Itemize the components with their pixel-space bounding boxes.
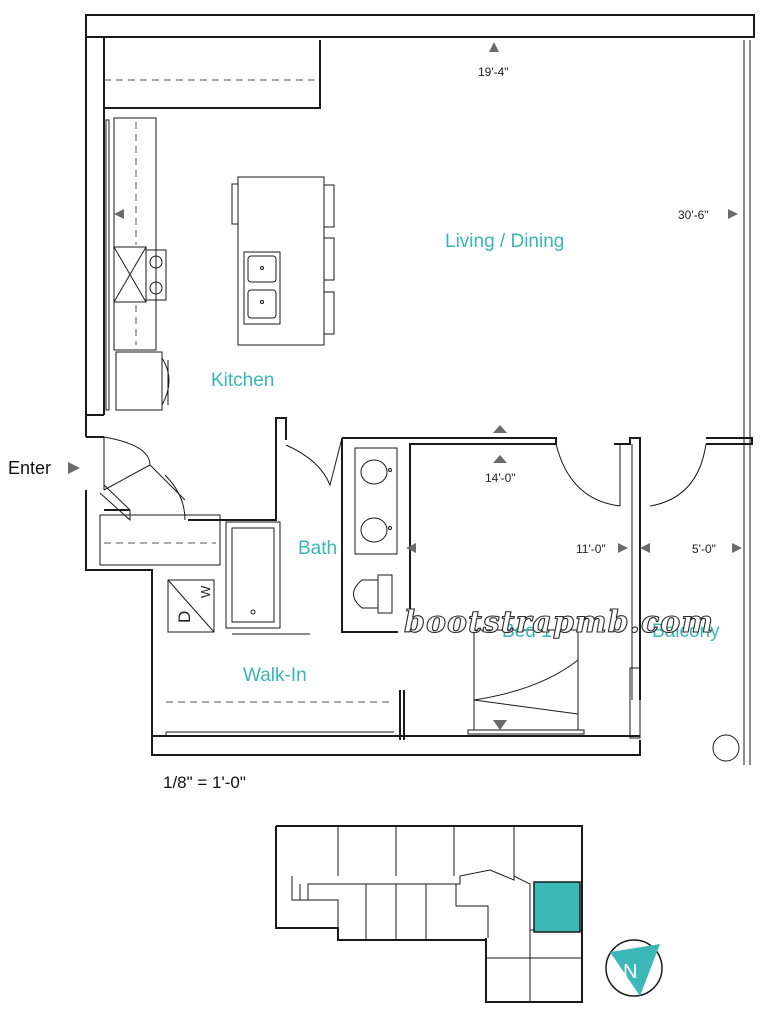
living-width-label: 19'-4": [478, 65, 509, 79]
walk-in-label: Walk-In: [243, 665, 307, 686]
washer-label: W: [198, 585, 213, 598]
balcony-label: Balcony: [652, 621, 720, 642]
toilet: [353, 574, 393, 614]
living-dining-label: Living / Dining: [445, 231, 564, 252]
exterior-walls: [85, 14, 755, 765]
vanity: [354, 447, 398, 555]
balcony-depth-label: 5'-0": [692, 542, 716, 556]
bed: [467, 629, 585, 735]
bed-label: Bed 1: [502, 621, 552, 642]
north-compass-icon: N: [605, 939, 663, 997]
bed-depth-label: 11'-0": [576, 542, 606, 556]
key-plan: [275, 825, 583, 1003]
enter-label: Enter: [8, 458, 51, 478]
compass-label: N: [623, 961, 637, 983]
dimension-markers: [68, 42, 742, 730]
kitchen-island: [231, 176, 335, 346]
kitchen-counter: [105, 117, 157, 411]
walk-in-closet: [152, 701, 640, 737]
bathtub: [225, 521, 310, 635]
refrigerator: [115, 351, 170, 411]
watermark: bootstrapmb.com: [404, 605, 714, 640]
stove: [113, 246, 167, 303]
bath-walls: [188, 417, 557, 740]
balcony-column: [712, 734, 740, 762]
bed-width-label: 14'-0": [485, 471, 516, 485]
laundry-closet: D W: [167, 579, 215, 633]
dryer-label: D: [175, 611, 194, 623]
upper-closet: [104, 40, 321, 109]
bath-label: Bath: [298, 538, 337, 559]
keyplan-highlight-unit: [533, 881, 581, 933]
bedroom-walls: [555, 437, 753, 739]
kitchen-label: Kitchen: [211, 370, 274, 391]
entry-area: [99, 436, 221, 566]
scale-label: 1/8" = 1'-0": [163, 773, 246, 792]
living-depth-label: 30'-6": [678, 208, 709, 222]
